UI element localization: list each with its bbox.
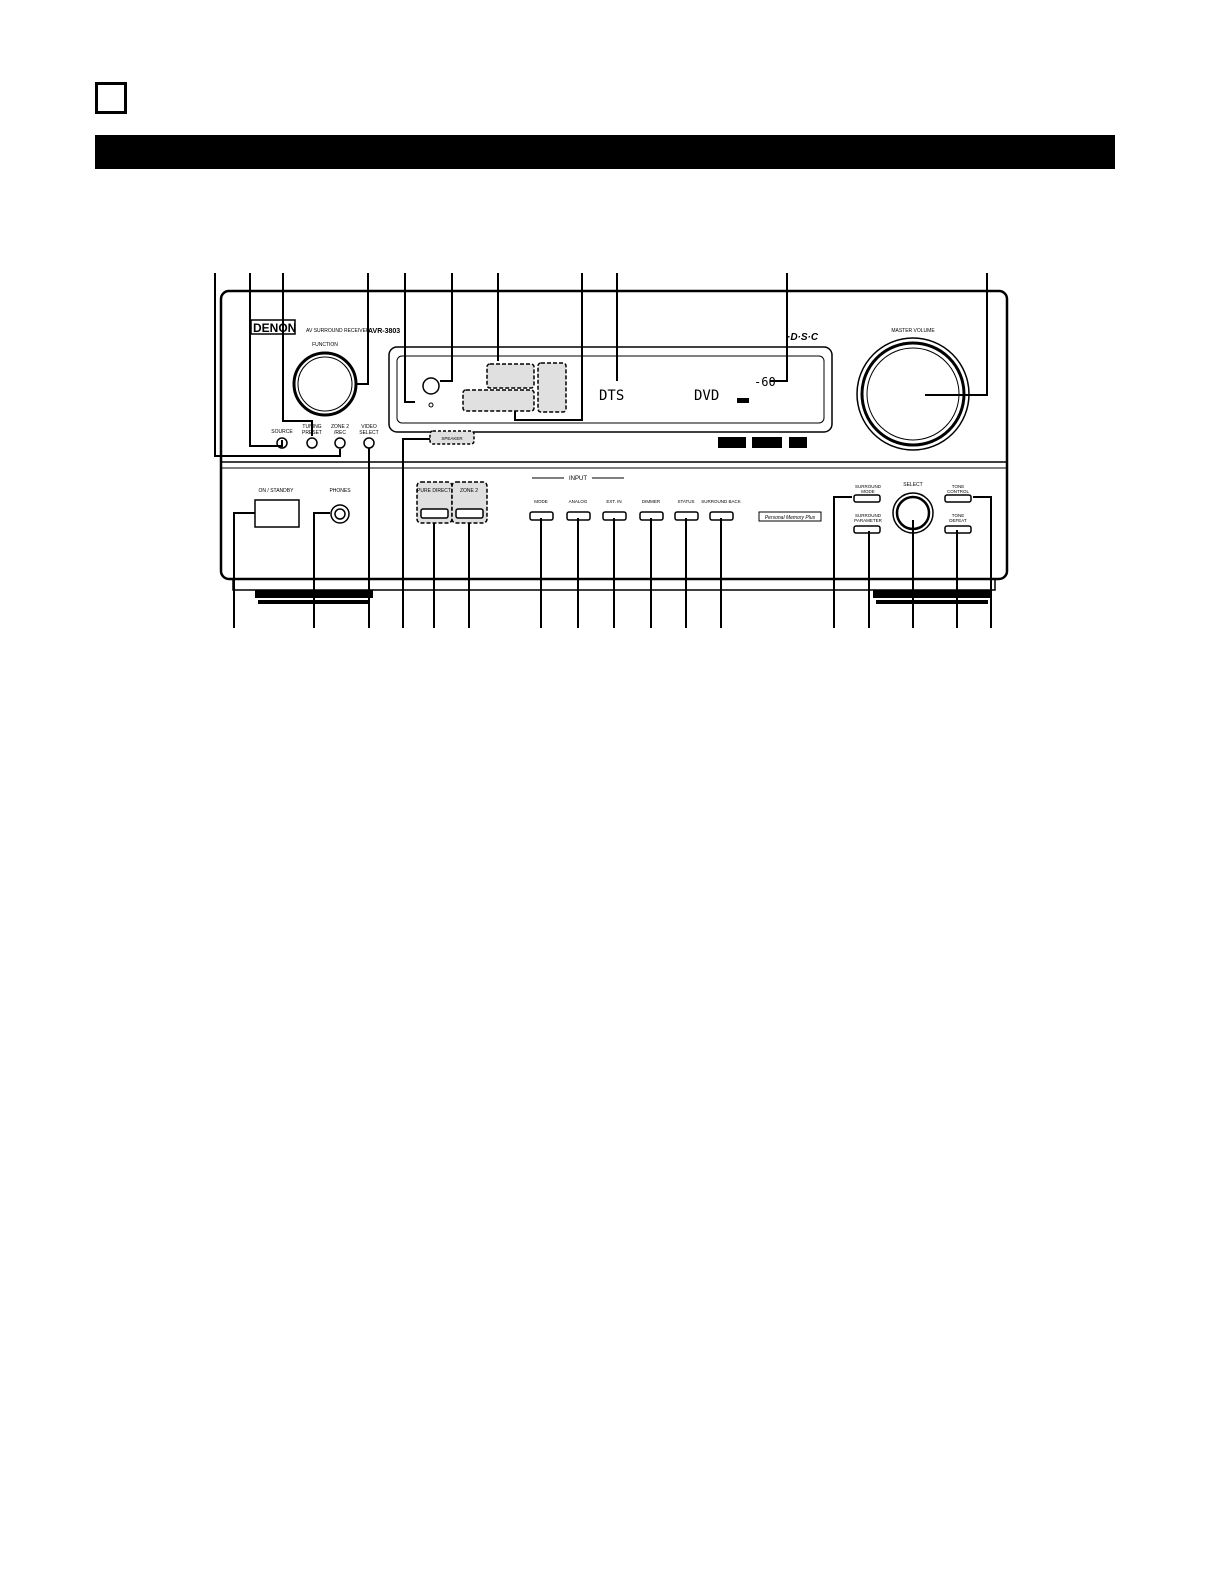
display-indicator-groups	[462, 362, 567, 413]
function-knob-inner	[297, 356, 353, 412]
analog-label: ANALOG	[569, 499, 588, 504]
master-volume-inner	[866, 347, 960, 441]
dsc-logo: ·D·S·C	[787, 332, 819, 343]
zone2-rec-button[interactable]	[334, 437, 346, 449]
status-label: STATUS	[677, 499, 694, 504]
input-label: INPUT	[569, 476, 587, 482]
zone2-rec-label: ZONE 2/REC	[331, 424, 349, 436]
brand-logo-frame	[250, 319, 296, 335]
surround-mode-button[interactable]	[853, 494, 881, 503]
input-mode-button[interactable]	[529, 511, 554, 521]
dolby-digital-logo	[718, 437, 746, 448]
display-volume-text: -60	[754, 375, 776, 389]
ext-in-button[interactable]	[602, 511, 627, 521]
receiver-feet	[255, 590, 991, 604]
dimmer-label: DIMMER	[642, 499, 661, 504]
format-logos	[718, 437, 807, 448]
personal-memory-logo-frame	[758, 511, 822, 522]
brand-logo: DENON	[253, 321, 296, 335]
function-label: FUNCTION	[312, 342, 338, 348]
model-name: AVR-3803	[368, 328, 400, 335]
input-mode-label: MODE	[534, 499, 548, 504]
master-volume-ring	[856, 337, 970, 451]
remote-sensor	[422, 377, 440, 395]
master-volume-label: MASTER VOLUME	[891, 328, 935, 334]
thx-logo	[789, 437, 807, 448]
phones-label: PHONES	[329, 488, 351, 494]
power-button[interactable]	[254, 499, 300, 528]
ext-in-label: EXT. IN	[606, 499, 621, 504]
display-badge	[737, 398, 749, 403]
surround-back-label: SURROUND BACK	[701, 499, 741, 504]
receiver-chassis	[219, 289, 1009, 591]
display-source-text: DVD	[694, 388, 719, 404]
zone2-label: ZONE 2	[460, 488, 478, 494]
personal-memory-logo: Personal Memory Plus	[765, 515, 816, 521]
display-signal-text: DTS	[599, 388, 624, 404]
speaker-button[interactable]	[429, 430, 475, 445]
pure-direct-button[interactable]	[420, 508, 449, 519]
video-select-button[interactable]	[363, 437, 375, 449]
source-label: SOURCE	[271, 429, 293, 435]
model-prefix: AV SURROUND RECEIVER	[306, 328, 370, 334]
source-button[interactable]	[276, 437, 288, 449]
select-knob[interactable]	[895, 495, 931, 531]
callout-lines	[214, 273, 992, 628]
phones-jack[interactable]	[330, 504, 350, 524]
display-window	[388, 346, 833, 433]
phones-jack-inner	[334, 508, 346, 520]
status-button[interactable]	[674, 511, 699, 521]
speaker-label: SPEAKER	[441, 436, 463, 441]
on-standby-label: ON / STANDBY	[259, 488, 295, 494]
master-volume-knob[interactable]	[860, 341, 966, 447]
dts-logo	[752, 437, 782, 448]
section-number-box	[95, 82, 127, 114]
pure-direct-label: PURE DIRECT	[417, 488, 451, 494]
indicator-led	[428, 402, 434, 408]
dimmer-button[interactable]	[639, 511, 664, 521]
analog-button[interactable]	[566, 511, 591, 521]
zone2-button[interactable]	[455, 508, 484, 519]
tuning-preset-button[interactable]	[306, 437, 318, 449]
tone-defeat-button[interactable]	[944, 525, 972, 534]
tone-control-button[interactable]	[944, 494, 972, 503]
surround-back-button[interactable]	[709, 511, 734, 521]
section-title-bar	[95, 135, 1115, 169]
select-label: SELECT	[903, 482, 922, 488]
select-knob-ring	[892, 492, 934, 534]
function-knob[interactable]	[292, 351, 358, 417]
surround-parameter-button[interactable]	[853, 525, 881, 534]
